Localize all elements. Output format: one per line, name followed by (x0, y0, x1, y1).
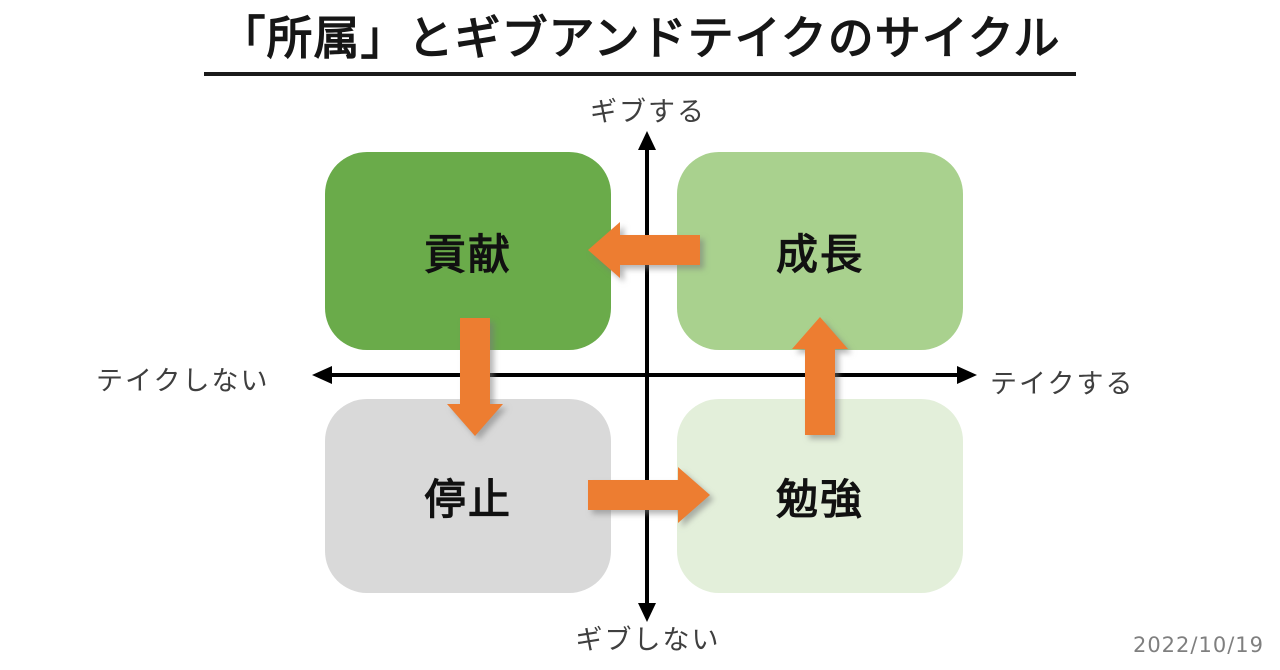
quadrant-contribution-label: 貢献 (423, 229, 512, 279)
axis-label-not-give: ギブしない (575, 625, 721, 656)
arrow-up-head (792, 317, 848, 349)
arrow-contribution-to-stop-icon (447, 318, 503, 436)
arrow-study-to-growth-icon (792, 317, 848, 435)
arrow-left-shaft (619, 235, 700, 265)
arrow-down-shaft (460, 318, 490, 405)
date-stamp: 2022/10/19 (1132, 633, 1264, 657)
arrow-stop-to-study-icon (588, 467, 710, 523)
axis-label-not-take: テイクしない (96, 366, 270, 397)
arrow-growth-to-contribution-icon (588, 222, 700, 278)
quadrant-study: 勉強 (677, 399, 963, 593)
quadrant-study-label: 勉強 (775, 474, 864, 524)
title-area: 「所属」とギブアンドテイクのサイクル (0, 10, 1280, 76)
axis-label-give: ギブする (590, 97, 706, 128)
arrow-down-head (447, 404, 503, 436)
arrow-right-head (678, 467, 710, 523)
arrow-up-shaft (805, 348, 835, 435)
quadrant-contribution: 貢献 (325, 152, 611, 350)
arrow-left-head (588, 222, 620, 278)
quadrant-growth-label: 成長 (775, 229, 864, 279)
page-title: 「所属」とギブアンドテイクのサイクル (203, 10, 1077, 76)
quadrant-stop-label: 停止 (423, 474, 512, 524)
arrow-right-shaft (588, 480, 679, 510)
axis-label-take: テイクする (990, 369, 1135, 400)
